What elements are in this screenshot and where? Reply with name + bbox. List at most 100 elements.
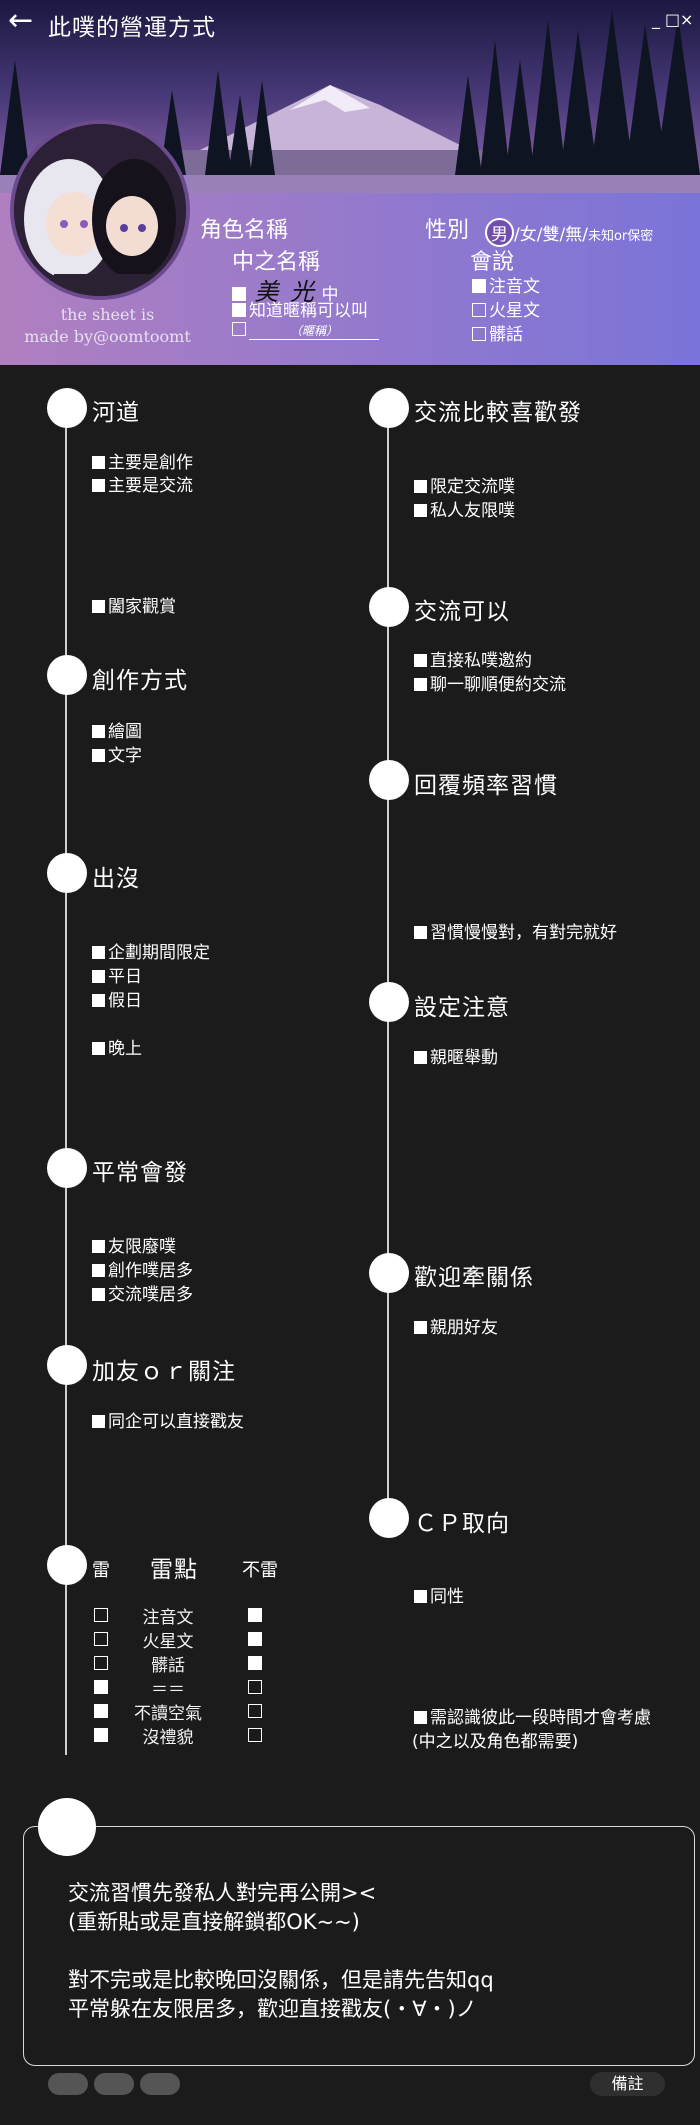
right-timeline-line	[387, 405, 389, 1520]
gender-option[interactable]: 雙	[542, 225, 560, 245]
timeline-node	[369, 1498, 409, 1538]
checkbox-unchecked[interactable]	[232, 322, 246, 336]
close-button[interactable]: ×	[680, 10, 694, 29]
checkbox-checked[interactable]	[92, 994, 105, 1007]
mountain-night-banner	[0, 0, 700, 365]
checkbox-checked[interactable]	[414, 480, 427, 493]
list-item: 同性	[414, 1582, 464, 1607]
list-item: 創作噗居多	[92, 1256, 193, 1281]
timeline-node	[47, 853, 87, 893]
gender-options: 男/女/雙/無/未知or保密	[485, 218, 653, 247]
left-timeline-line	[65, 405, 67, 1755]
title-bar: ← 此噗的營運方式 _ □ ×	[0, 0, 700, 44]
player-name-signature: 美 光	[254, 278, 317, 306]
checkbox-checked[interactable]	[414, 678, 427, 691]
list-item: 聊一聊順便約交流	[414, 670, 566, 695]
section-title-reply: 回覆頻率習慣	[414, 773, 558, 799]
checkbox-checked[interactable]	[92, 1264, 105, 1277]
checkbox-checked[interactable]	[414, 1051, 427, 1064]
mines-row-label: 沒禮貌	[142, 1728, 194, 1748]
notes-box	[23, 1826, 695, 2066]
checkbox-checked[interactable]	[92, 1288, 105, 1301]
section-title-allowed: 交流可以	[414, 599, 510, 625]
checkbox-checked[interactable]	[232, 287, 246, 301]
list-item: 闔家觀賞	[92, 592, 176, 617]
checkbox-unchecked[interactable]	[248, 1704, 262, 1718]
language-label: 火星文	[489, 301, 540, 321]
note-line: 交流習慣先發私人對完再公開><	[68, 1881, 377, 1905]
section-title-mines: 雷點	[150, 1557, 198, 1583]
minimize-button[interactable]: _	[652, 10, 660, 29]
checkbox-unchecked[interactable]	[472, 303, 486, 317]
checkbox-unchecked[interactable]	[472, 327, 486, 341]
nickname-row: （暱稱）	[232, 320, 379, 340]
maximize-button[interactable]: □	[665, 10, 681, 29]
checkbox-checked[interactable]	[94, 1728, 108, 1742]
list-item: 晚上	[92, 1034, 142, 1059]
list-item: 需認識彼此一段時間才會考慮	[414, 1703, 651, 1728]
checkbox-unchecked[interactable]	[248, 1728, 262, 1742]
mines-col-not: 不雷	[242, 1560, 278, 1581]
memo-button[interactable]: 備註	[590, 2072, 665, 2096]
checkbox-checked[interactable]	[248, 1656, 262, 1670]
list-item: 平日	[92, 962, 142, 987]
section-title-posting: 平常會發	[92, 1160, 188, 1186]
list-item: 主要是交流	[92, 471, 193, 496]
checkbox-unchecked[interactable]	[248, 1680, 262, 1694]
checkbox-checked[interactable]	[248, 1608, 262, 1622]
checkbox-checked[interactable]	[248, 1632, 262, 1646]
checkbox-checked[interactable]	[414, 926, 427, 939]
checkbox-checked[interactable]	[92, 456, 105, 469]
timeline-node	[47, 655, 87, 695]
checkbox-checked[interactable]	[414, 1321, 427, 1334]
checkbox-checked[interactable]	[232, 303, 246, 317]
language-label: 髒話	[489, 325, 523, 345]
section-title-creation: 創作方式	[92, 668, 188, 694]
language-label: 注音文	[489, 277, 540, 297]
mines-row-label: 髒話	[151, 1656, 185, 1676]
list-item: 假日	[92, 986, 142, 1011]
checkbox-unchecked[interactable]	[94, 1656, 108, 1670]
list-item: 限定交流噗	[414, 472, 515, 497]
list-item: 親朋好友	[414, 1313, 498, 1338]
checkbox-checked[interactable]	[92, 946, 105, 959]
mines-row: 髒話	[88, 1651, 278, 1676]
mines-row-label: 火星文	[142, 1632, 194, 1652]
checkbox-checked[interactable]	[472, 279, 486, 293]
page-dot-2[interactable]	[94, 2073, 134, 2095]
list-item: 親暱舉動	[414, 1043, 498, 1068]
checkbox-checked[interactable]	[414, 654, 427, 667]
checkbox-checked[interactable]	[92, 479, 105, 492]
checkbox-checked[interactable]	[92, 970, 105, 983]
profile-header: ← 此噗的營運方式 _ □ × the sheet is made by@oom…	[0, 0, 700, 365]
gender-option[interactable]: 無	[565, 225, 583, 245]
gender-option-selected[interactable]: 男	[485, 218, 514, 247]
checkbox-checked[interactable]	[92, 600, 105, 613]
list-item: 文字	[92, 741, 142, 766]
mines-row: ＝＝	[88, 1675, 278, 1700]
checkbox-checked[interactable]	[414, 1711, 427, 1724]
checkbox-checked[interactable]	[92, 725, 105, 738]
mines-row-label: 注音文	[142, 1608, 194, 1628]
gender-option[interactable]: 未知or保密	[587, 229, 654, 244]
mines-row-label: ＝＝	[151, 1680, 185, 1700]
checkbox-checked[interactable]	[92, 1415, 105, 1428]
checkbox-checked[interactable]	[414, 504, 427, 517]
checkbox-checked[interactable]	[94, 1680, 108, 1694]
checkbox-unchecked[interactable]	[94, 1632, 108, 1646]
checkbox-unchecked[interactable]	[94, 1608, 108, 1622]
page-dot-1[interactable]	[48, 2073, 88, 2095]
timeline-node	[369, 587, 409, 627]
checkbox-checked[interactable]	[92, 1042, 105, 1055]
gender-option[interactable]: 女	[519, 225, 537, 245]
checkbox-checked[interactable]	[92, 1240, 105, 1253]
avatar	[10, 120, 190, 300]
gender-label: 性別	[425, 218, 470, 243]
timeline-node	[47, 1345, 87, 1385]
mines-row: 不讀空氣	[88, 1699, 278, 1724]
checkbox-checked[interactable]	[94, 1704, 108, 1718]
page-dot-3[interactable]	[140, 2073, 180, 2095]
checkbox-checked[interactable]	[92, 749, 105, 762]
left-arrow-icon[interactable]: ←	[8, 3, 34, 38]
checkbox-checked[interactable]	[414, 1590, 427, 1603]
